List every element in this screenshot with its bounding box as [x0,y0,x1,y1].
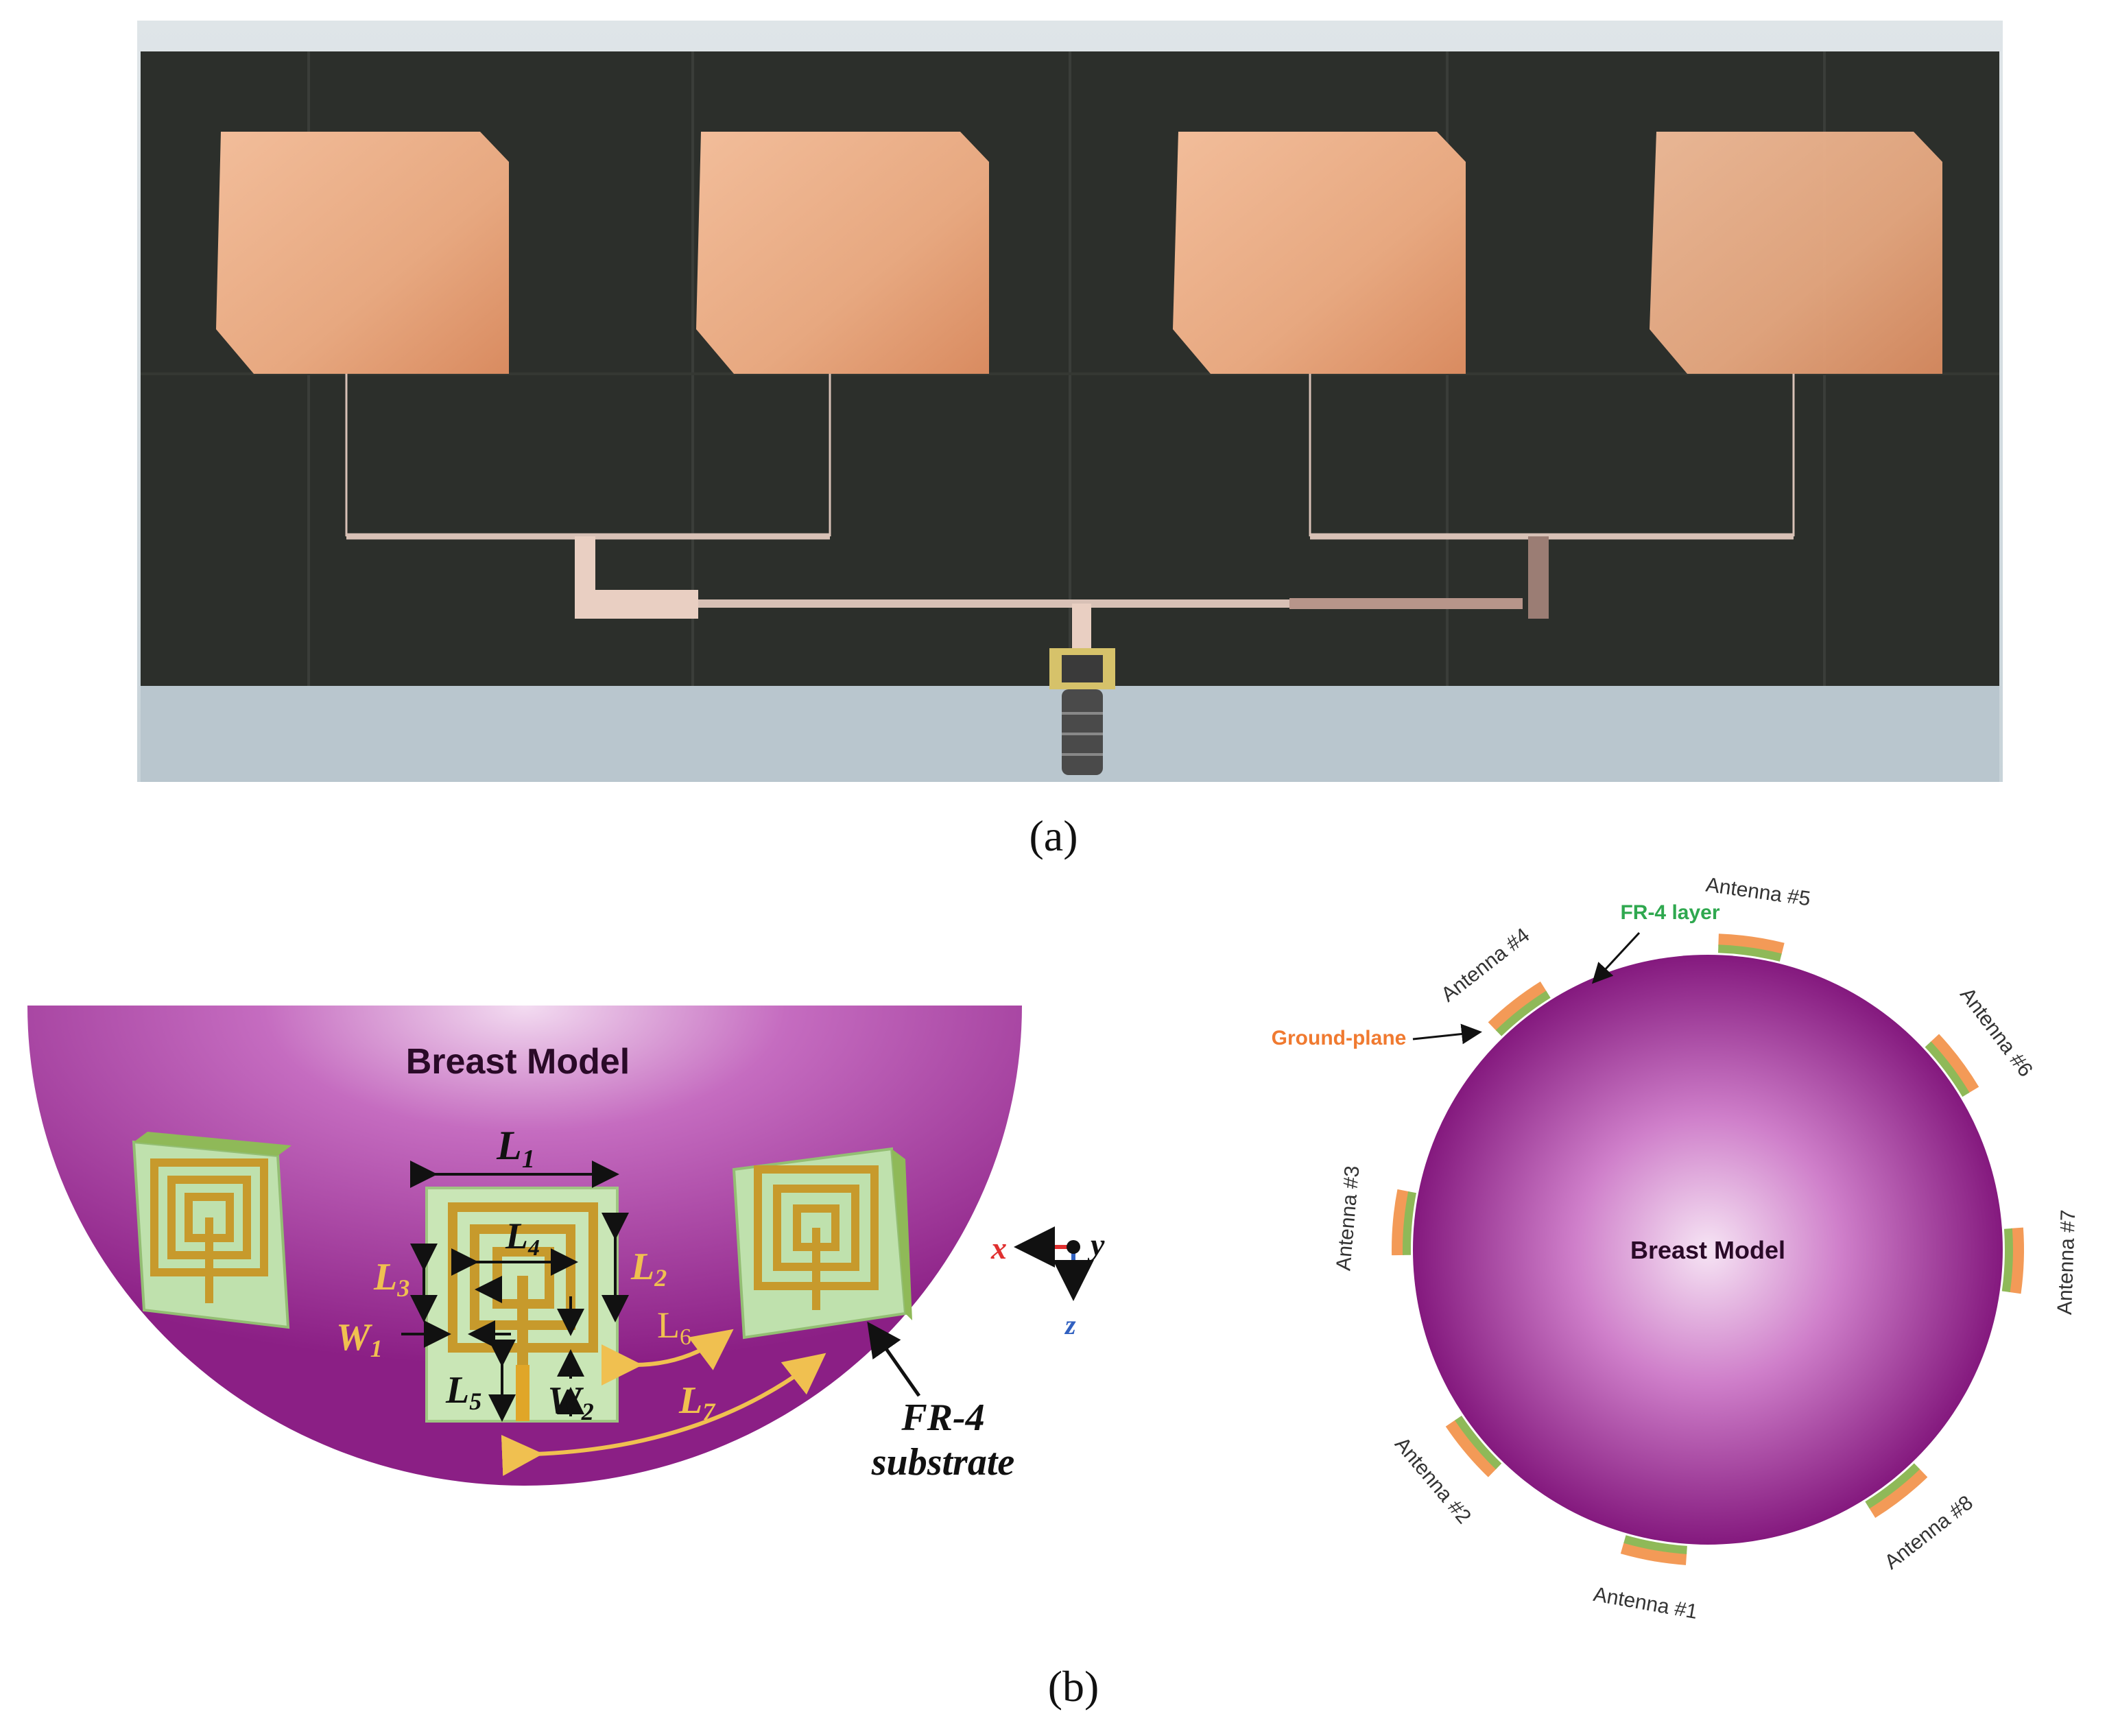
ground-plane-layer [2008,1227,2025,1294]
feed-network [345,374,1795,652]
label-W1: W1 [336,1316,383,1362]
ground-plane-layer [1929,1034,1979,1093]
antenna-left [132,1132,291,1329]
ground-plane-layer [1445,1419,1497,1477]
label-L2: L2 [630,1246,667,1292]
fr4-layer [1717,944,1782,962]
patch-3 [1173,132,1466,374]
fr4-layer [2001,1228,2013,1293]
axis-z-label: z [1064,1309,1076,1340]
label-L4: L4 [505,1215,540,1261]
label-L5: L5 [445,1369,481,1415]
panel-b-left: Breast Model [27,1006,1105,1486]
substrate-label-line1: FR-4 [901,1396,984,1439]
axis-y-label: y [1087,1227,1105,1262]
fr4-layer-label: FR-4 layer [1620,901,1719,924]
antenna-label: Antenna #7 [2054,1209,2080,1316]
substrate-label-line2: substrate [871,1441,1015,1484]
label-L1: L1 [496,1123,535,1174]
panel-a-photo [137,21,2003,782]
sma-connector [1049,648,1115,775]
patch-2 [696,132,989,374]
patch-4 [1650,132,1942,374]
ground-plane-layer [1392,1189,1410,1256]
ring-antenna-1: Antenna #1 [1592,1535,1700,1624]
antenna-label: Antenna #4 [1437,924,1534,1006]
ring-antenna-5: Antenna #5 [1704,874,1812,962]
ring-antenna-7: Antenna #7 [2001,1209,2080,1316]
coordinate-axes: x y z [990,1226,1105,1340]
antenna-label: Antenna #3 [1332,1165,1364,1272]
caption-a: (a) [1029,811,1078,860]
breast-model-title: Breast Model [406,1042,630,1082]
fr4-layer [1495,990,1551,1036]
caption-b: (b) [1048,1662,1099,1711]
patch-1 [216,132,509,374]
antenna-right [732,1147,912,1340]
fr4-layer [1865,1463,1920,1509]
ground-plane-layer [1718,934,1785,955]
ground-plane-label: Ground-plane [1272,1027,1407,1049]
fr4-layer [1623,1535,1687,1554]
ground-plane-layer [1868,1468,1928,1519]
label-L6: L6 [657,1305,691,1350]
antenna-label: Antenna #5 [1704,874,1812,911]
breast-model-circle [1413,955,2003,1545]
axis-x-label: x [990,1230,1007,1265]
label-L7: L7 [678,1379,716,1425]
fr4-layer [1455,1416,1502,1470]
fr4-layer [1403,1191,1416,1255]
ring-antenna-3: Antenna #3 [1332,1165,1416,1272]
fr4-layer [1925,1041,1970,1097]
antenna-label: Antenna #6 [1955,984,2037,1081]
antenna-label: Antenna #1 [1592,1583,1700,1624]
ground-plane-layer [1620,1541,1687,1565]
ground-plane-layer [1488,981,1547,1032]
breast-model-center-label: Breast Model [1630,1236,1785,1264]
label-L3: L3 [373,1256,409,1302]
